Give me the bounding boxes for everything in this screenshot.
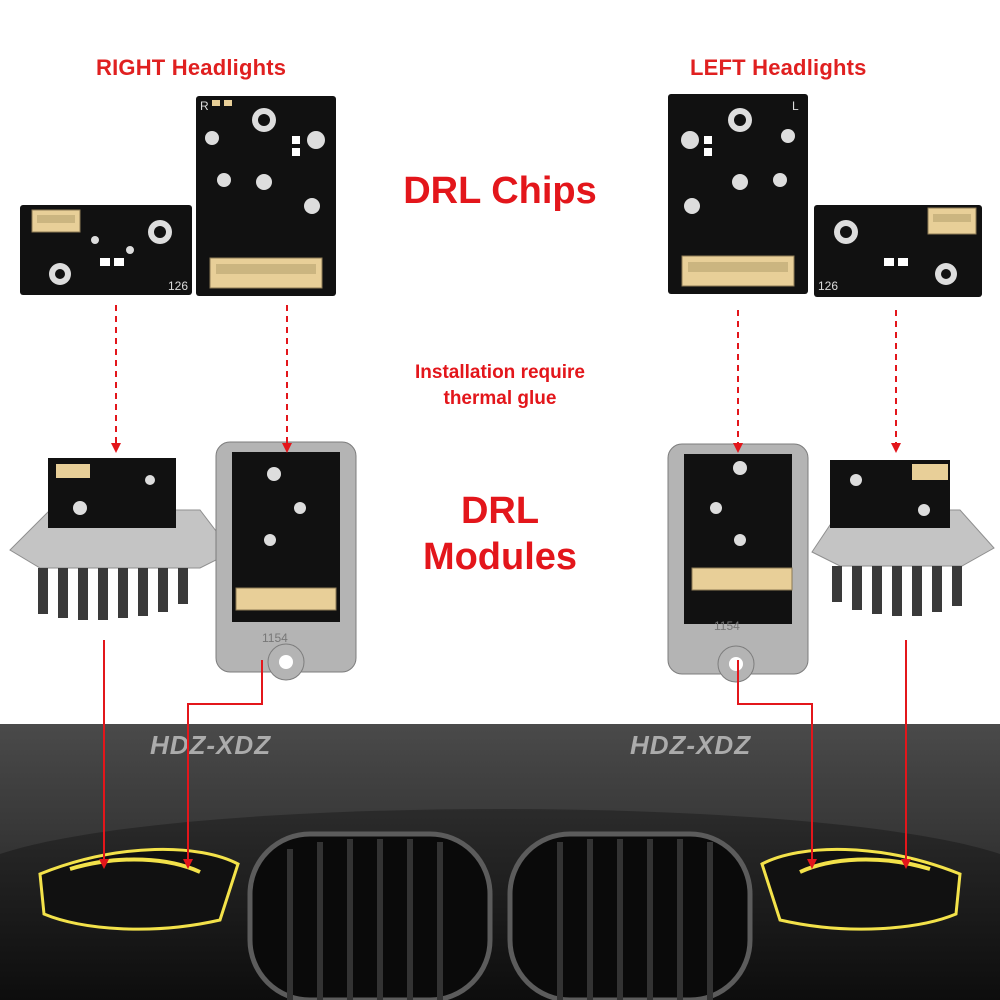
watermark-right: HDZ-XDZ: [630, 730, 752, 760]
arrow-right-housing-module: [183, 660, 263, 869]
right-chip-number: 126: [168, 279, 188, 293]
right-fin-module-image: [9, 458, 233, 620]
car-front-image: [0, 724, 1000, 1000]
left-headlights-heading: LEFT Headlights: [690, 55, 867, 80]
drl-modules-line2: Modules: [422, 536, 578, 578]
left-module-code: 1154: [714, 619, 740, 633]
installation-note-line1: Installation require: [415, 362, 585, 383]
arrow-left-housing-module: [737, 660, 817, 869]
drl-modules-title: DRL Modules: [360, 488, 640, 580]
watermark-left: HDZ-XDZ: [150, 730, 272, 760]
right-module-code: 1154: [262, 631, 288, 645]
left-fin-module-image: [811, 460, 995, 616]
chips-svg: 126 R L 126: [20, 94, 982, 297]
right-tall-chip-image: R: [196, 96, 336, 296]
installation-note: Installation require thermal glue: [360, 360, 640, 412]
right-small-chip-image: 126: [20, 205, 192, 295]
modules-svg: 1154 1154: [9, 441, 995, 683]
installation-note-line2: thermal glue: [443, 388, 557, 409]
left-housing-module-image: 1154: [667, 443, 809, 683]
right-housing-module-image: 1154: [215, 441, 357, 681]
right-headlights-heading: RIGHT Headlights: [96, 55, 287, 80]
left-small-chip-image: 126: [814, 205, 982, 297]
left-chip-number: 126: [818, 279, 838, 293]
left-tall-chip-image: L: [668, 94, 808, 294]
drl-chips-title: DRL Chips: [403, 170, 597, 212]
left-side-mark: L: [792, 99, 799, 113]
right-side-mark: R: [200, 99, 209, 113]
drl-modules-line1: DRL: [460, 490, 540, 532]
